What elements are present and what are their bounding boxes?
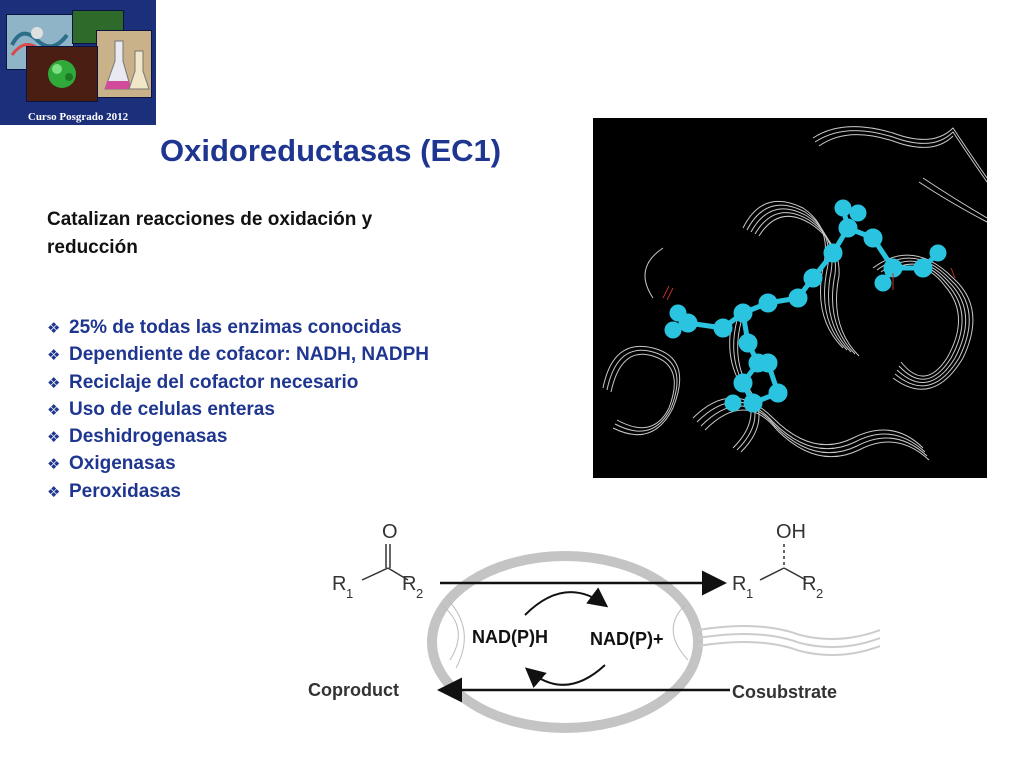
green-molecule-icon [48, 60, 76, 88]
nadph-label: NAD(P)H [472, 627, 548, 647]
bullet-text: Uso de celulas enteras [69, 398, 275, 420]
ketone-r2-subscript: 2 [416, 586, 423, 601]
logo-image-flasks [96, 30, 152, 98]
course-logo: Curso Posgrado 2012 [0, 0, 156, 125]
diamond-bullet-icon: ❖ [47, 400, 61, 419]
bullet-text: 25% de todas las enzimas conocidas [69, 317, 402, 338]
enzyme-structure-image [593, 118, 987, 478]
flagellum-shape [697, 625, 881, 640]
oxidation-cycle-arrow [524, 587, 609, 616]
ketone-oxygen-label: O [382, 521, 398, 543]
alcohol-r1-label: R [732, 573, 746, 595]
ketone-r1-label: R [332, 573, 346, 595]
flask-thumbnail-icon [104, 40, 150, 90]
ligand-molecule [664, 199, 947, 413]
intro-text: Catalizan reacciones de oxidación y redu… [47, 209, 373, 258]
bullet-text: Deshidrogenasas [69, 426, 228, 448]
coproduct-label: Coproduct [308, 680, 399, 700]
diamond-bullet-icon: ❖ [47, 455, 61, 474]
alcohol-r2-subscript: 2 [816, 586, 823, 601]
nadp-plus-label: NAD(P)+ [590, 629, 664, 649]
whole-cell-shape [427, 551, 703, 733]
ligand-red-bonds [662, 267, 956, 301]
bullet-item: ❖ Peroxidasas [47, 478, 429, 505]
diamond-bullet-icon: ❖ [47, 373, 61, 392]
alcohol-r2-label: R [802, 573, 816, 595]
bullet-text: Oxigenasas [69, 453, 176, 475]
ketone-r2-label: R [402, 573, 416, 595]
diamond-bullet-icon: ❖ [47, 319, 61, 337]
ketone-r1-subscript: 1 [346, 586, 353, 601]
reaction-scheme: O R 1 R 2 OH R 1 R 2 NAD(P)H NAD(P)+ Cop… [300, 510, 881, 760]
bullet-item: ❖ Oxigenasas [47, 450, 429, 477]
bullet-item: ❖ Uso de celulas enteras [47, 396, 429, 423]
bullet-item: ❖ Dependiente de cofacor: NADH, NADPH [47, 341, 429, 368]
alcohol-r1-subscript: 1 [746, 586, 753, 601]
alcohol-oh-label: OH [776, 521, 806, 543]
diamond-bullet-icon: ❖ [47, 346, 61, 365]
protein-ribbon-with-ligand-icon [602, 126, 987, 461]
cosubstrate-label: Cosubstrate [732, 682, 837, 702]
bullet-list: ❖ 25% de todas las enzimas conocidas ❖ Dep… [47, 314, 429, 505]
cofactor-recycling-diagram: O R 1 R 2 OH R 1 R 2 NAD(P)H NAD(P)+ Cop… [308, 521, 881, 733]
reduction-cycle-arrow [524, 664, 606, 689]
bullet-text: Dependiente de cofacor: NADH, NADPH [69, 344, 429, 366]
bullet-text: Peroxidasas [69, 480, 181, 502]
bullet-item: ❖ Deshidrogenasas [47, 423, 429, 450]
logo-image-green-molecule [26, 46, 98, 102]
bullet-item: ❖ Reciclaje del cofactor necesario [47, 369, 429, 396]
logo-caption: Curso Posgrado 2012 [27, 111, 129, 123]
diamond-bullet-icon: ❖ [47, 428, 61, 447]
slide-title: Oxidoreductasas (EC1) [160, 133, 502, 168]
bullet-text: Reciclaje del cofactor necesario [69, 371, 359, 393]
diamond-bullet-icon: ❖ [47, 482, 61, 501]
bullet-item: ❖ 25% de todas las enzimas conocidas [47, 314, 429, 341]
